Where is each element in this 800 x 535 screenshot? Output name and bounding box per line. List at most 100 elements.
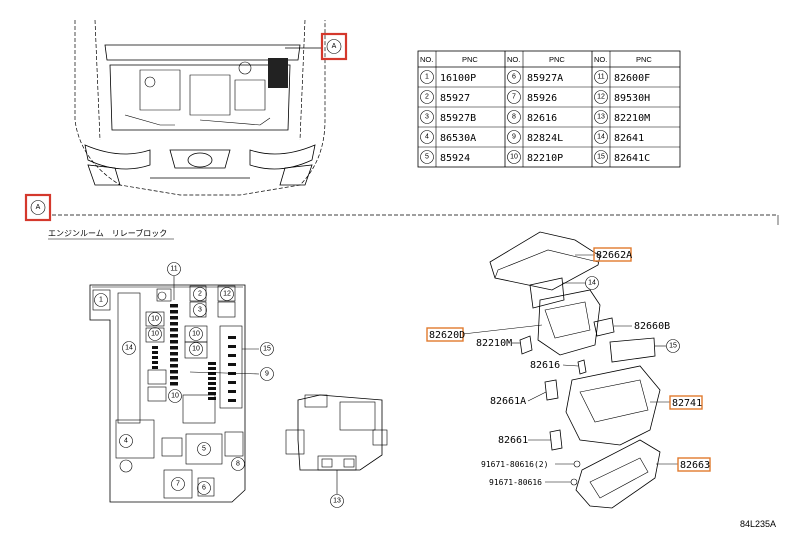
table-pnc: 82616	[527, 113, 557, 124]
callout-bolt-1: 91671-80616	[489, 478, 542, 487]
fuse-strip	[170, 364, 178, 368]
table-no-circle	[594, 90, 608, 104]
callout-number: 10	[192, 346, 200, 353]
table-no: 2	[425, 94, 429, 101]
callout-number: 5	[202, 446, 206, 453]
callout-bolt-2: 91671-80616(2)	[481, 460, 548, 469]
callout-82661: 82661	[498, 435, 528, 446]
callout-82660B: 82660B	[634, 321, 670, 332]
table-no-circle	[507, 90, 521, 104]
callout-82616: 82616	[530, 360, 560, 371]
table-header-no-3: NO.	[594, 55, 607, 64]
fuse-strip	[228, 336, 236, 339]
table-header-pnc-3: PNC	[636, 55, 652, 64]
callout-number: 14	[125, 345, 133, 352]
fuse-strip	[152, 351, 158, 354]
fuse-strip	[208, 392, 216, 395]
table-no-circle	[420, 70, 434, 84]
fuse-strip	[170, 352, 178, 356]
car-front-illustration	[74, 19, 326, 196]
fuse-strip	[152, 366, 158, 369]
callout-number: 10	[192, 331, 200, 338]
callout-82620D[interactable]: 82620D	[426, 327, 465, 342]
table-no: 10	[510, 154, 518, 161]
callout-circle	[220, 287, 234, 301]
table-no: 9	[512, 134, 516, 141]
table-no-circle	[507, 70, 521, 84]
fuse-strip	[152, 361, 158, 364]
marker-a-section[interactable]: A	[24, 193, 52, 222]
relay-block-side-view	[285, 394, 388, 494]
fuse-strip	[208, 397, 216, 400]
callout-circle	[330, 494, 344, 508]
callout-circle	[260, 342, 274, 356]
callout-number: 4	[124, 438, 128, 445]
section-divider	[52, 214, 779, 225]
fuse-strip	[170, 370, 178, 374]
fuse-strip	[152, 346, 158, 349]
callout-82662A[interactable]: 82662A	[593, 247, 632, 262]
callout-number: 10	[151, 316, 159, 323]
fuse-strip	[170, 334, 178, 338]
callout-circle	[189, 342, 203, 356]
callout-number: 9	[265, 371, 269, 378]
callout-number: 11	[170, 266, 177, 273]
callout-circle	[167, 262, 181, 276]
fuse-strip	[228, 381, 236, 384]
callout-number: 7	[176, 481, 180, 488]
callout-number: 12	[223, 291, 231, 298]
fuse-strips	[152, 304, 236, 402]
fuse-strip	[170, 376, 178, 380]
fuse-strip	[170, 316, 178, 320]
fuse-strip	[170, 328, 178, 332]
exploded-assembly	[489, 231, 661, 509]
assembly-leader-lines	[462, 254, 678, 483]
fuse-strip	[228, 399, 236, 402]
table-pnc: 82210P	[527, 153, 563, 164]
table-no-circle	[507, 150, 521, 164]
table-no: 5	[425, 154, 429, 161]
callout-circle	[197, 442, 211, 456]
fuse-strip	[170, 346, 178, 350]
marker-a-top[interactable]: A	[320, 32, 348, 61]
callout-number: 15	[263, 346, 271, 353]
fuse-strip	[208, 372, 216, 375]
table-no: 15	[597, 154, 605, 161]
table-no-circle	[420, 150, 434, 164]
table-header-pnc-1: PNC	[462, 55, 478, 64]
callout-number: 2	[198, 291, 202, 298]
callout-circle	[148, 312, 162, 326]
table-pnc: 86530A	[440, 133, 476, 144]
table-no-circle	[420, 130, 434, 144]
table-pnc: 82600F	[614, 73, 650, 84]
table-no-circle	[594, 110, 608, 124]
callout-number: 1	[99, 297, 103, 304]
fuse-strip	[208, 377, 216, 380]
fuse-strip	[170, 382, 178, 386]
callout-circle	[666, 339, 680, 353]
svg-text:82662A: 82662A	[596, 250, 632, 261]
svg-text:82663: 82663	[680, 460, 710, 471]
table-pnc: 85926	[527, 93, 557, 104]
table-pnc: 82641C	[614, 153, 650, 164]
table-no-circle	[507, 130, 521, 144]
table-no: 6	[512, 74, 516, 81]
callout-circle	[119, 434, 133, 448]
callout-number: 14	[588, 280, 596, 287]
fuse-strip	[228, 363, 236, 366]
table-no: 3	[425, 114, 429, 121]
callout-82663[interactable]: 82663	[677, 457, 711, 472]
fuse-strip	[208, 362, 216, 365]
callout-82741[interactable]: 82741	[669, 395, 703, 410]
table-no-circle	[594, 70, 608, 84]
fuse-strip	[170, 310, 178, 314]
fuse-strip	[170, 358, 178, 362]
table-pnc: 82641	[614, 133, 644, 144]
table-no: 11	[597, 74, 604, 81]
table-no-circle	[594, 150, 608, 164]
table-pnc: 85924	[440, 153, 470, 164]
fuse-strip	[208, 382, 216, 385]
callout-number: 10	[151, 331, 159, 338]
